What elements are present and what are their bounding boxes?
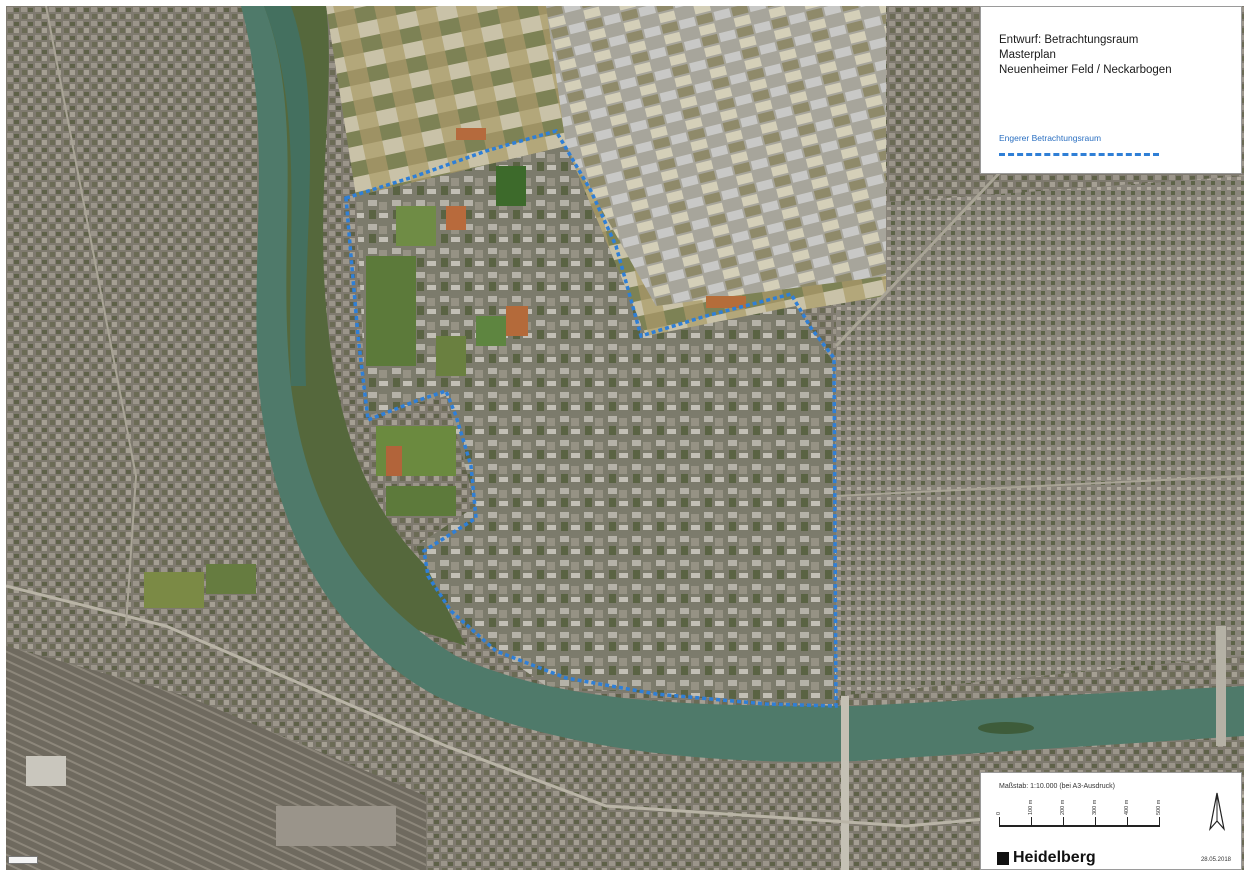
- scale-tick-label: 300 m: [1092, 799, 1098, 815]
- scale-bar: [999, 825, 1159, 827]
- title-line-3: Neuenheimer Feld / Neckarbogen: [999, 64, 1172, 76]
- title-line-1: Entwurf: Betrachtungsraum: [999, 34, 1139, 46]
- scale-tick-label: 0: [996, 811, 1002, 815]
- north-arrow-icon: [1208, 792, 1226, 831]
- heidelberg-logo-icon: [997, 851, 1009, 865]
- legend-panel: Entwurf: Betrachtungsraum Masterplan Neu…: [980, 6, 1242, 174]
- legend-dashed-line: [999, 153, 1159, 156]
- legend-item-label: Engerer Betrachtungsraum: [999, 133, 1102, 143]
- map-title: Entwurf: Betrachtungsraum Masterplan Neu…: [999, 33, 1172, 78]
- scale-tick-label: 200 m: [1060, 799, 1066, 815]
- scale-text: Maßstab: 1:10.000 (bei A3-Ausdruck): [999, 783, 1115, 790]
- scale-tick: [1095, 817, 1096, 827]
- map-date: 28.05.2018: [1200, 857, 1231, 863]
- brand-name: Heidelberg: [1013, 849, 1096, 866]
- scale-tick: [999, 817, 1000, 827]
- scale-panel: Maßstab: 1:10.000 (bei A3-Ausdruck) 0 10…: [980, 772, 1242, 870]
- corner-scale-marker: [8, 856, 38, 864]
- scale-tick-label: 100 m: [1028, 799, 1034, 815]
- scale-tick: [1031, 817, 1032, 827]
- brand: Heidelberg: [997, 849, 1096, 867]
- scale-tick: [1063, 817, 1064, 827]
- scale-tick-label: 500 m: [1156, 799, 1162, 815]
- scale-tick-label: 400 m: [1124, 799, 1130, 815]
- scale-tick: [1159, 817, 1160, 827]
- scale-tick: [1127, 817, 1128, 827]
- title-line-2: Masterplan: [999, 49, 1056, 61]
